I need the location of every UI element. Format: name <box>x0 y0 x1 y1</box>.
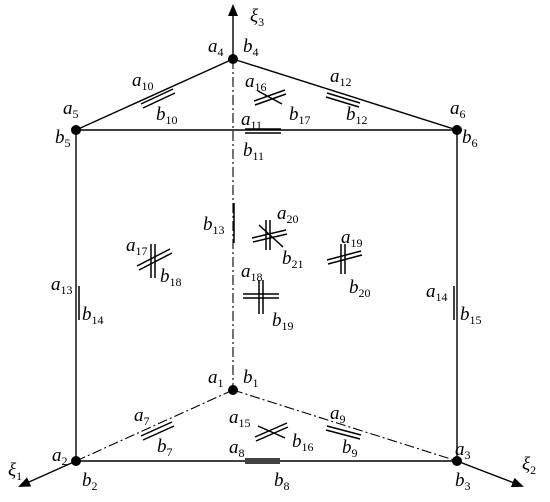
label-b4: b4 <box>243 36 259 59</box>
label-b16: b16 <box>292 431 314 454</box>
label-a4: a4 <box>208 36 224 59</box>
label-b17: b17 <box>289 104 311 127</box>
label-b11: b11 <box>243 140 264 163</box>
vertex-dot-2 <box>71 456 81 466</box>
vertex-dot-1 <box>228 385 238 395</box>
axis-xi1-arrow <box>18 460 77 487</box>
label-b15: b15 <box>460 304 482 327</box>
label-a1: a1 <box>208 367 224 390</box>
marker-a9-b9 <box>325 425 362 440</box>
label-xi2: ξ2 <box>522 454 536 477</box>
marker-a15-b16 <box>254 422 289 442</box>
label-b1: b1 <box>243 367 259 390</box>
label-a15: a15 <box>229 407 251 430</box>
label-b13: b13 <box>203 214 225 237</box>
label-a20: a20 <box>277 203 299 226</box>
label-a17: a17 <box>126 235 148 258</box>
vertex-dot-3 <box>452 456 462 466</box>
marker-a17-b18 <box>136 244 173 278</box>
label-b12: b12 <box>346 104 368 127</box>
label-a2: a2 <box>52 445 68 468</box>
axis-xi2-arrow <box>456 460 524 488</box>
label-a11: a11 <box>241 109 262 132</box>
label-a18: a18 <box>241 261 263 284</box>
label-b9: b9 <box>342 437 358 460</box>
label-b3: b3 <box>455 470 471 493</box>
label-b8: b8 <box>274 470 290 493</box>
label-a14: a14 <box>426 281 448 304</box>
label-b19: b19 <box>272 310 294 333</box>
marker-a16-b17 <box>253 89 287 106</box>
edge-top-right <box>232 58 458 131</box>
label-a9: a9 <box>330 403 346 426</box>
label-b5: b5 <box>55 127 71 150</box>
label-b20: b20 <box>349 277 371 300</box>
label-a7: a7 <box>134 405 150 428</box>
label-b7: b7 <box>157 436 173 459</box>
vertex-dot-6 <box>452 125 462 135</box>
label-b18: b18 <box>160 266 182 289</box>
marker-a12-b12 <box>325 92 361 108</box>
marker-a18-b19 <box>243 280 279 314</box>
marker-a7-b7 <box>140 421 175 441</box>
label-a10: a10 <box>132 70 154 93</box>
label-a6: a6 <box>450 98 466 121</box>
label-b14: b14 <box>82 304 104 327</box>
label-a13: a13 <box>51 274 73 297</box>
label-xi1: ξ1 <box>8 460 22 483</box>
edge-hidden-right <box>232 389 458 462</box>
edge-hidden-left <box>75 389 234 462</box>
label-a8: a8 <box>229 437 245 460</box>
marker-a8-b8 <box>245 458 280 464</box>
label-b10: b10 <box>156 104 178 127</box>
label-b2: b2 <box>82 470 98 493</box>
marker-a20-b21 <box>251 220 288 250</box>
label-a19: a19 <box>341 227 363 250</box>
edge-top-left <box>75 58 234 131</box>
label-b6: b6 <box>462 127 478 150</box>
marker-a11-b11 <box>245 128 281 134</box>
label-b21: b21 <box>282 248 304 271</box>
label-xi3: ξ3 <box>250 6 264 29</box>
label-a3: a3 <box>455 439 471 462</box>
label-a16: a16 <box>245 71 267 94</box>
label-a5: a5 <box>63 98 79 121</box>
label-a12: a12 <box>330 66 352 89</box>
vertex-dot-4 <box>228 54 238 64</box>
marker-a19-b20 <box>326 244 363 274</box>
vertex-dot-5 <box>71 125 81 135</box>
marker-a10-b10 <box>140 88 176 109</box>
